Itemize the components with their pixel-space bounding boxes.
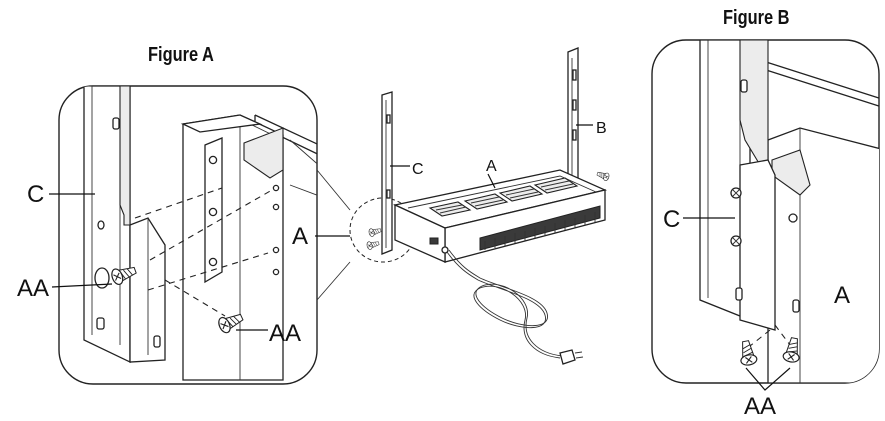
figure-a-label-c: C	[27, 181, 44, 208]
figure-a-panel: C AA AA A	[17, 85, 350, 385]
figure-b-label-aa: AA	[744, 393, 776, 420]
figure-b-title: Figure B	[723, 7, 790, 29]
figure-b-label-c: C	[663, 206, 680, 233]
main-assembly-view: B A C	[349, 47, 611, 365]
main-label-a: A	[486, 158, 497, 175]
figure-b-panel: C A AA	[651, 39, 880, 420]
figure-b-label-a: A	[834, 282, 850, 309]
figure-a-label-a: A	[292, 223, 308, 250]
main-label-b: B	[596, 120, 607, 137]
figure-a-label-aa-lower: AA	[269, 320, 301, 347]
main-label-c: C	[412, 161, 424, 178]
figure-a-title: Figure A	[148, 44, 214, 66]
figure-a-label-aa-upper: AA	[17, 275, 49, 302]
